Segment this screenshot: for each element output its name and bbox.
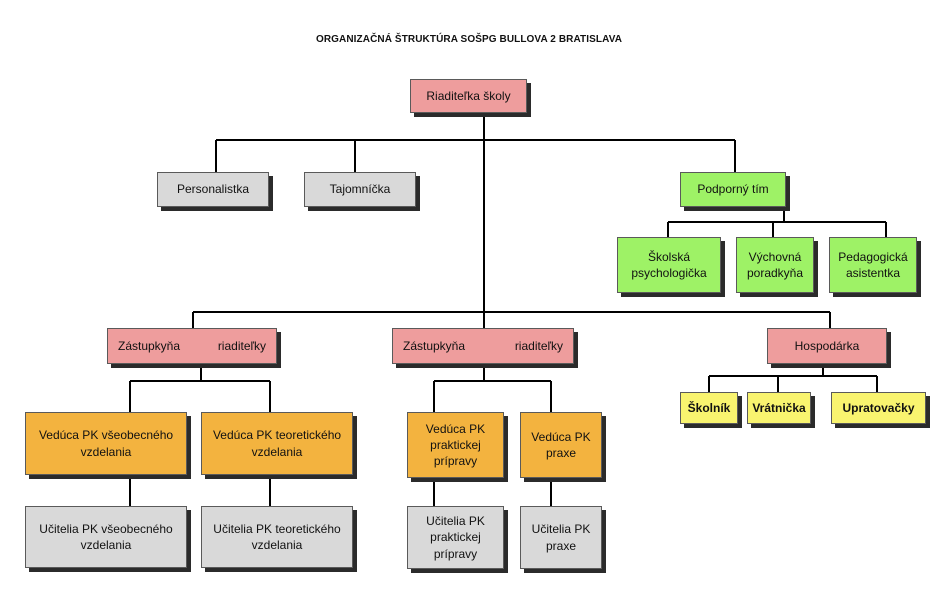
node-pedagogicka-asistentka: Pedagogická asistentka	[829, 237, 917, 293]
node-ucitelia-pk-praktickej-pripravy: Učitelia PK praktickej prípravy	[407, 506, 504, 569]
node-personalistka: Personalistka	[157, 172, 269, 207]
node-label: Vedúca PK všeobecného vzdelania	[38, 428, 174, 459]
node-label: Učitelia PK praxe	[531, 522, 591, 553]
node-veduca-pk-praktickej-pripravy: Vedúca PK praktickej prípravy	[407, 412, 504, 478]
node-skolnik: Školník	[680, 392, 738, 424]
node-label: Upratovačky	[842, 400, 915, 415]
node-label: Hospodárka	[794, 338, 860, 353]
node-label: Učitelia PK všeobecného vzdelania	[39, 521, 173, 552]
node-label: Zástupkyňa	[403, 338, 466, 353]
node-label: Zástupkyňa	[118, 338, 181, 353]
node-label: riaditeľky	[217, 338, 266, 353]
node-upratovacky: Upratovačky	[831, 392, 926, 424]
chart-title: ORGANIZAČNÁ ŠTRUKTÚRA SOŠPG BULLOVA 2 BR…	[315, 34, 623, 45]
node-label: Podporný tím	[697, 182, 769, 197]
node-tajomnicka: Tajomníčka	[304, 172, 416, 207]
node-zastupkyna-riaditelky-2: Zástupkyňa riaditeľky	[392, 328, 574, 364]
node-zastupkyna-riaditelky-1: Zástupkyňa riaditeľky	[107, 328, 277, 364]
node-label: Personalistka	[176, 182, 250, 197]
node-label: Vedúca PK praxe	[531, 429, 591, 460]
node-label: Výchovná poradkyňa	[746, 249, 804, 280]
node-ucitelia-pk-praxe: Učitelia PK praxe	[520, 506, 602, 569]
node-label: Vedúca PK teoretického vzdelania	[212, 428, 342, 459]
node-label: Pedagogická asistentka	[838, 249, 908, 280]
node-label: Riaditeľka školy	[426, 88, 511, 103]
node-veduca-pk-vseobecneho-vzdelania: Vedúca PK všeobecného vzdelania	[25, 412, 187, 475]
node-skolska-psychologicka: Školská psychologička	[617, 237, 721, 293]
node-podporny-tim: Podporný tím	[680, 172, 786, 207]
node-label: Školník	[687, 400, 731, 415]
node-label: Školská psychologička	[631, 249, 707, 280]
node-label: Vrátnička	[752, 400, 806, 415]
node-vychovna-poradkyna: Výchovná poradkyňa	[736, 237, 814, 293]
node-label: riaditeľky	[514, 338, 563, 353]
node-ucitelia-pk-vseobecneho-vzdelania: Učitelia PK všeobecného vzdelania	[25, 506, 187, 568]
node-veduca-pk-praxe: Vedúca PK praxe	[520, 412, 602, 478]
node-label: Učitelia PK praktickej prípravy	[426, 514, 485, 561]
node-label: Tajomníčka	[329, 182, 391, 197]
node-hospodarka: Hospodárka	[767, 328, 887, 364]
node-riaditelka-skoly: Riaditeľka školy	[410, 79, 527, 113]
node-vratnicka: Vrátnička	[747, 392, 811, 424]
node-ucitelia-pk-teoretickeho-vzdelania: Učitelia PK teoretického vzdelania	[201, 506, 353, 568]
node-label: Učitelia PK teoretického vzdelania	[213, 521, 341, 552]
node-veduca-pk-teoretickeho-vzdelania: Vedúca PK teoretického vzdelania	[201, 412, 353, 475]
node-label: Vedúca PK praktickej prípravy	[425, 421, 486, 469]
